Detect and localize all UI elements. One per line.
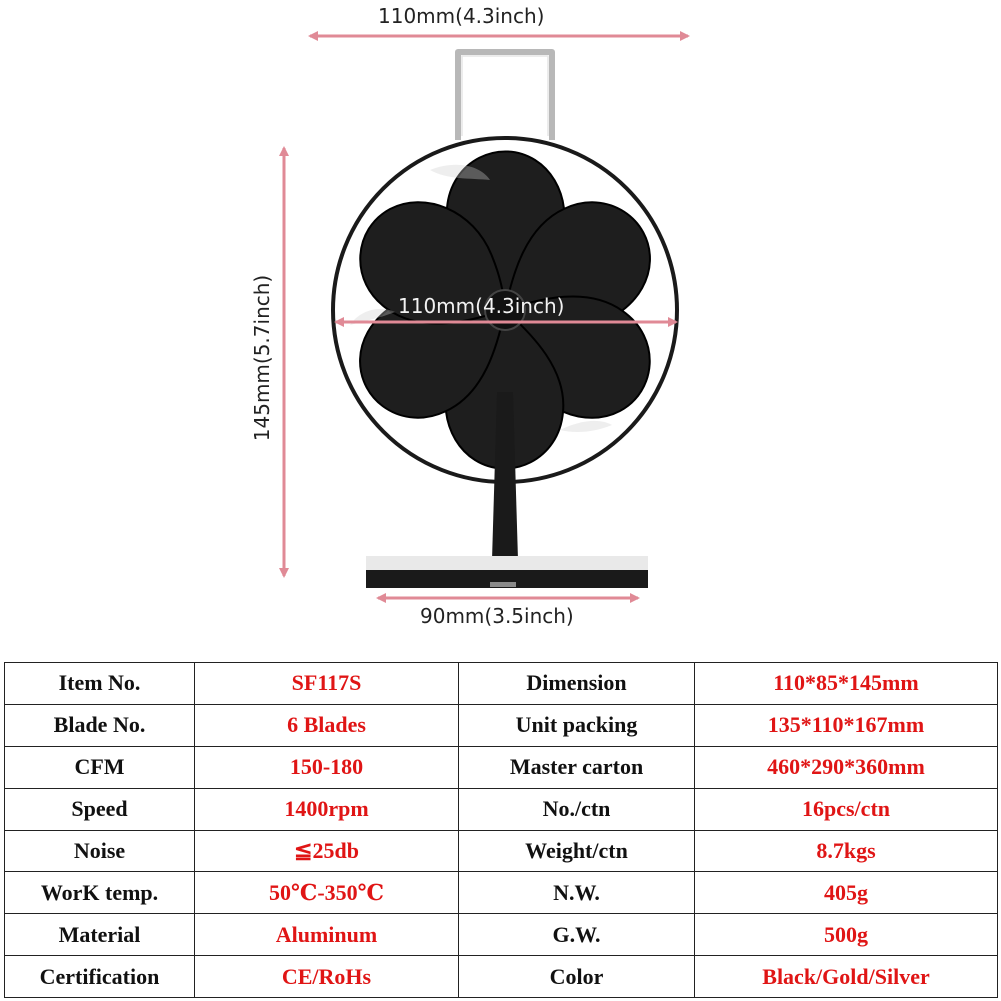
spec-label: Color xyxy=(458,955,695,998)
fan-stem xyxy=(492,392,518,560)
spec-value: 8.7kgs xyxy=(694,829,998,873)
spec-value: 460*290*360mm xyxy=(694,745,998,789)
spec-value: CE/RoHs xyxy=(194,955,459,998)
spec-label: Master carton xyxy=(458,745,695,789)
spec-label: Item No. xyxy=(4,662,195,705)
dimension-label-top: 110mm(4.3inch) xyxy=(378,4,545,28)
spec-label: Blade No. xyxy=(4,703,195,747)
fan-base xyxy=(366,556,648,570)
spec-value: ≦25db xyxy=(194,829,459,873)
spec-label: Certification xyxy=(4,955,195,998)
spec-table: Item No. SF117S Dimension 110*85*145mm B… xyxy=(4,662,998,998)
stove-fan-illustration xyxy=(279,31,690,603)
spec-value: Black/Gold/Silver xyxy=(694,955,998,998)
spec-value: 1400rpm xyxy=(194,787,459,831)
dimension-label-middle: 110mm(4.3inch) xyxy=(398,294,565,318)
spec-label: Weight/ctn xyxy=(458,829,695,873)
spec-value: SF117S xyxy=(194,662,459,705)
spec-label: N.W. xyxy=(458,871,695,915)
spec-label: Noise xyxy=(4,829,195,873)
table-row: Speed 1400rpm No./ctn 16pcs/ctn xyxy=(4,787,998,831)
dimension-label-left: 145mm(5.7inch) xyxy=(250,274,274,442)
spec-label: CFM xyxy=(4,745,195,789)
table-row: Certification CE/RoHs Color Black/Gold/S… xyxy=(4,955,998,998)
table-row: CFM 150-180 Master carton 460*290*360mm xyxy=(4,745,998,789)
spec-value: 16pcs/ctn xyxy=(694,787,998,831)
spec-label: G.W. xyxy=(458,913,695,957)
product-figure: 110mm(4.3inch) 110mm(4.3inch) 90mm(3.5in… xyxy=(250,4,690,628)
spec-value: 110*85*145mm xyxy=(694,662,998,705)
table-row: Item No. SF117S Dimension 110*85*145mm xyxy=(4,662,998,705)
spec-value: 135*110*167mm xyxy=(694,703,998,747)
table-row: Material Aluminum G.W. 500g xyxy=(4,913,998,957)
spec-label: Material xyxy=(4,913,195,957)
spec-value: 150-180 xyxy=(194,745,459,789)
spec-value: 6 Blades xyxy=(194,703,459,747)
spec-value: Aluminum xyxy=(194,913,459,957)
fan-handle xyxy=(455,49,555,140)
spec-value: 500g xyxy=(694,913,998,957)
dimension-label-bottom: 90mm(3.5inch) xyxy=(420,604,574,628)
table-row: Noise ≦25db Weight/ctn 8.7kgs xyxy=(4,829,998,873)
spec-label: No./ctn xyxy=(458,787,695,831)
table-row: Blade No. 6 Blades Unit packing 135*110*… xyxy=(4,703,998,747)
spec-label: WorK temp. xyxy=(4,871,195,915)
spec-label: Dimension xyxy=(458,662,695,705)
table-row: WorK temp. 50℃-350℃ N.W. 405g xyxy=(4,871,998,915)
spec-value: 50℃-350℃ xyxy=(194,871,459,915)
spec-value: 405g xyxy=(694,871,998,915)
spec-label: Unit packing xyxy=(458,703,695,747)
spec-label: Speed xyxy=(4,787,195,831)
